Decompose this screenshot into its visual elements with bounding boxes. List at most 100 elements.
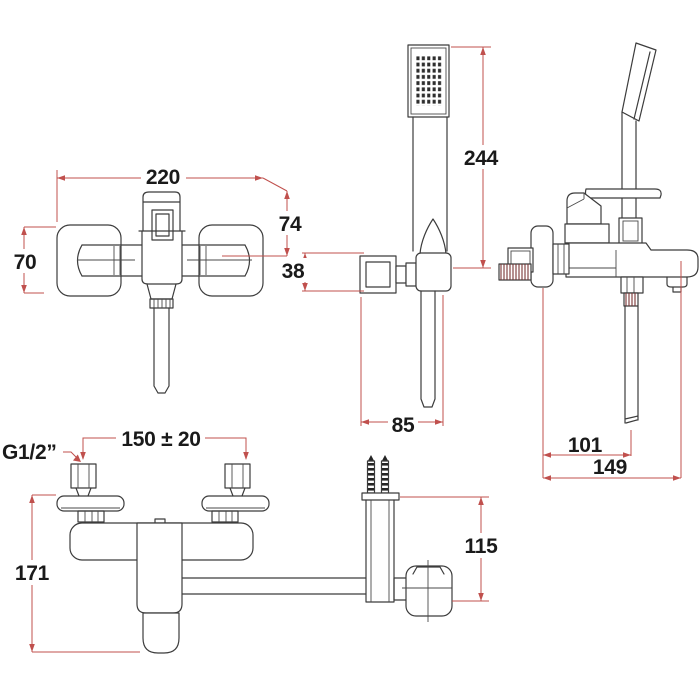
drawing-line [480,260,486,268]
drawing-line [623,452,631,458]
holder-cup-inner [622,220,639,242]
drawing-line [361,419,369,425]
dim-g12-leader [63,451,79,460]
side-view [498,42,699,424]
drawing-line [478,497,484,505]
drawing-line [368,468,374,471]
dim-label-70: 70 [14,251,37,274]
drawing-line [141,165,186,188]
drawing-line [368,483,374,486]
anchor-screw-right [380,455,390,494]
wall-bracket-inner [365,261,391,288]
cartridge-facet [566,193,585,209]
drawing-line [462,145,502,169]
hose-nut-facets [626,277,635,293]
right-inlet-neck [229,487,246,497]
dim-label-38: 38 [282,260,305,283]
body-slab-plan [136,522,183,614]
spout-outlet [666,276,688,293]
holder-knob [405,565,453,617]
collar-ribs [153,299,171,308]
right-inlet-facets [231,464,244,488]
dimension-arrows [21,47,681,652]
dim-label-101: 101 [568,434,603,457]
dim-label-thread: G1/2” [2,441,57,464]
shower-hose [420,290,436,408]
drawing-line [543,452,551,458]
dim-label-150: 150 ± 20 [121,428,200,451]
plan-view [56,463,367,654]
holder-block [415,252,452,292]
lever-handle [584,188,662,199]
side-body-spout [565,242,699,278]
left-escutcheon-plan [56,495,125,512]
drawing-line [478,593,484,601]
front-hose [153,307,170,394]
drawing-line [21,227,27,235]
hex-nut-facets [557,244,565,274]
dim-38-lines [302,252,364,292]
drawing-line [255,175,263,181]
drawing-line [382,488,388,491]
dim-label-85: 85 [392,414,415,437]
drawing-line [11,249,40,273]
dim-label-74: 74 [279,213,302,236]
left-inlet-neck [75,487,92,497]
hand-shower-view [359,44,452,408]
drawing-line [57,175,65,181]
drawing-line [73,454,81,462]
drawing-line [382,473,388,476]
hose-thread-hatch [625,293,636,306]
hose-collar [149,298,174,309]
drawing-line [543,475,551,481]
arm-joint-rings [113,246,207,275]
bracket-top-plate [361,492,400,501]
upper-body [564,223,610,244]
drawing-line [382,483,388,486]
shower-head [407,44,450,118]
drawing-line [435,419,443,425]
diverter-knob [142,191,181,232]
drawing-line [275,211,305,235]
dim-label-171: 171 [15,562,50,585]
hex-nut [552,243,570,275]
shower-head-inner [410,47,447,115]
inlet-thread-hatch [500,264,529,280]
dim-label-115: 115 [465,535,499,558]
spray-nozzles [416,56,443,106]
drawing-line [388,412,418,435]
drawing-line [382,463,388,466]
drawing-line [29,644,35,652]
diverter-window [151,209,174,241]
dimension-lines [21,46,682,653]
front-view [56,191,264,394]
body-arm [81,244,246,277]
shower-handle [412,116,448,252]
dim-label-220: 220 [146,166,180,189]
drawing-line [367,455,375,461]
parked-shower-handle [621,111,637,219]
drawing-line [15,560,49,585]
holder-cone [419,218,447,255]
drawing-line [463,533,499,558]
bracket-column-inner [370,500,390,602]
handle-grip-plan [142,612,180,654]
left-inlet-facets [77,464,90,488]
wall-flange [530,225,554,288]
drawing-line [368,463,374,466]
drawing-line [381,455,389,461]
side-body-lines [566,250,617,277]
outlet-cone [146,283,177,300]
drawing-line [302,283,308,291]
drawing-line [368,473,374,476]
bracket-neck2 [405,262,417,287]
holder-knob-facet [412,566,445,575]
dim-label-244: 244 [464,147,499,170]
cartridge-body [566,192,602,225]
bracket-column [365,499,395,603]
drawing-line [279,258,309,282]
right-inlet-nut [224,463,251,489]
holder-cup-side [618,217,643,245]
hose-nut [620,276,644,294]
